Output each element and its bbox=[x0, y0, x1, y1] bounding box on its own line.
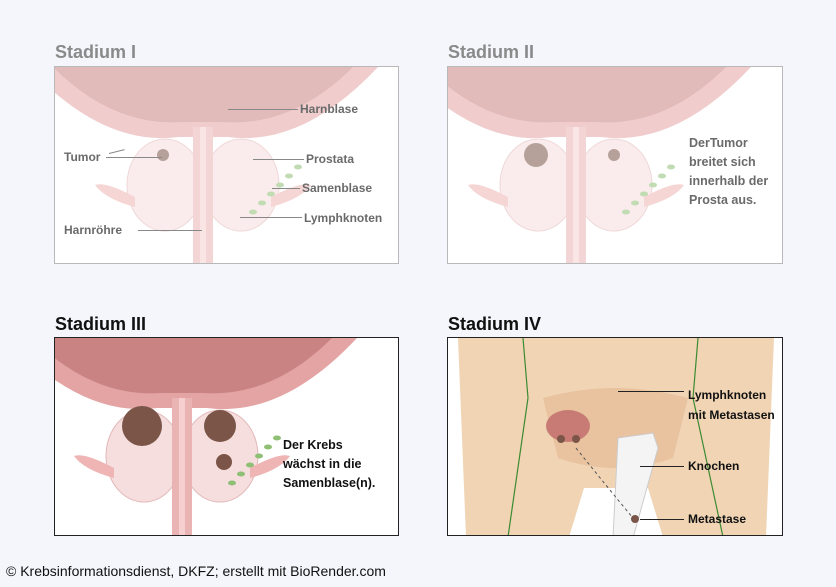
lymph-node bbox=[658, 173, 666, 179]
lymph-node bbox=[249, 209, 257, 215]
tumor-2 bbox=[204, 410, 236, 442]
lymph-node bbox=[228, 480, 236, 486]
tumor-2 bbox=[608, 149, 620, 161]
stage-1-anatomy-illustration bbox=[55, 67, 378, 263]
seminal-left bbox=[95, 184, 135, 207]
lymph-node bbox=[237, 471, 245, 477]
lymph-node bbox=[294, 164, 302, 170]
lymph-node bbox=[267, 191, 275, 197]
stage-2-description: DerTumor breitet sich innerhalb der Pros… bbox=[689, 136, 769, 207]
label-knochen: Knochen bbox=[688, 459, 740, 473]
femur bbox=[612, 432, 659, 535]
lymph-node bbox=[276, 182, 284, 188]
lymph-node bbox=[622, 209, 630, 215]
label-tumor: Tumor bbox=[64, 150, 101, 164]
leader-prostata bbox=[253, 159, 304, 160]
seminal-left bbox=[74, 455, 114, 478]
stage-3-title: Stadium III bbox=[55, 314, 147, 334]
leader-harnroehre bbox=[138, 230, 202, 231]
leader-harnblase bbox=[228, 109, 298, 110]
seminal-right bbox=[644, 184, 684, 207]
bladder-lumen bbox=[55, 338, 332, 394]
leader-metastase bbox=[640, 519, 684, 520]
stage-1-title: Stadium I bbox=[55, 42, 137, 62]
label-harnroehre: Harnröhre bbox=[64, 223, 123, 237]
leader-lymph-meta bbox=[618, 391, 684, 392]
lymph-node bbox=[255, 453, 263, 459]
lymph-node bbox=[649, 182, 657, 188]
label-metastase: Metastase bbox=[688, 512, 747, 526]
lymph-metastasis bbox=[557, 435, 565, 443]
label-prostata: Prostata bbox=[306, 152, 355, 166]
stage-3-description: Der Krebs wächst in die Samenblase(n). bbox=[283, 438, 376, 490]
image-credit: © Krebsinformationsdienst, DKFZ; erstell… bbox=[6, 563, 386, 579]
leader-lymphknoten bbox=[240, 217, 302, 218]
tumor bbox=[524, 143, 548, 167]
leader-tumor bbox=[106, 157, 162, 158]
urethra-lumen bbox=[200, 127, 206, 263]
bladder-iv bbox=[546, 410, 590, 442]
tumor-seminal bbox=[216, 454, 232, 470]
lymph-node bbox=[640, 191, 648, 197]
lymph-metastasis-2 bbox=[572, 435, 580, 443]
seminal-left bbox=[468, 184, 508, 207]
lymph-node bbox=[631, 200, 639, 206]
seminal-right bbox=[271, 184, 311, 207]
label-samenblase: Samenblase bbox=[302, 181, 373, 195]
urethra-lumen bbox=[179, 398, 185, 535]
stage-2-anatomy-illustration bbox=[448, 67, 751, 263]
label-lymphknoten: Lymphknoten bbox=[304, 211, 383, 225]
lymph-vessels bbox=[507, 338, 724, 535]
leader-knochen bbox=[640, 466, 684, 467]
lymph-node bbox=[273, 435, 281, 441]
bladder-lumen bbox=[448, 67, 726, 123]
label-harnblase: Harnblase bbox=[300, 102, 359, 116]
metastasis-path bbox=[575, 447, 634, 519]
stage-1-panel bbox=[54, 66, 399, 264]
lymph-node bbox=[246, 462, 254, 468]
urethra-lumen bbox=[573, 127, 579, 263]
tumor bbox=[157, 149, 169, 161]
stage-3-panel bbox=[54, 337, 399, 536]
lymph-node bbox=[667, 164, 675, 170]
leader-samenblase bbox=[272, 188, 300, 189]
stage-4-panel bbox=[447, 337, 783, 536]
bladder-lumen bbox=[55, 67, 353, 123]
lymph-node bbox=[264, 444, 272, 450]
stage-2-panel bbox=[447, 66, 783, 264]
bone-metastasis bbox=[631, 515, 639, 523]
lymph-node bbox=[285, 173, 293, 179]
seminal-right bbox=[250, 455, 290, 478]
stage-2-title: Stadium II bbox=[448, 42, 535, 62]
lymph-node bbox=[258, 200, 266, 206]
stage-4-body-illustration bbox=[458, 338, 774, 535]
stage-4-title: Stadium IV bbox=[448, 314, 542, 334]
stage-3-anatomy-illustration bbox=[55, 338, 357, 535]
label-lymph-meta: Lymphknoten mit Metastasen bbox=[688, 388, 775, 422]
tumor bbox=[122, 406, 162, 446]
